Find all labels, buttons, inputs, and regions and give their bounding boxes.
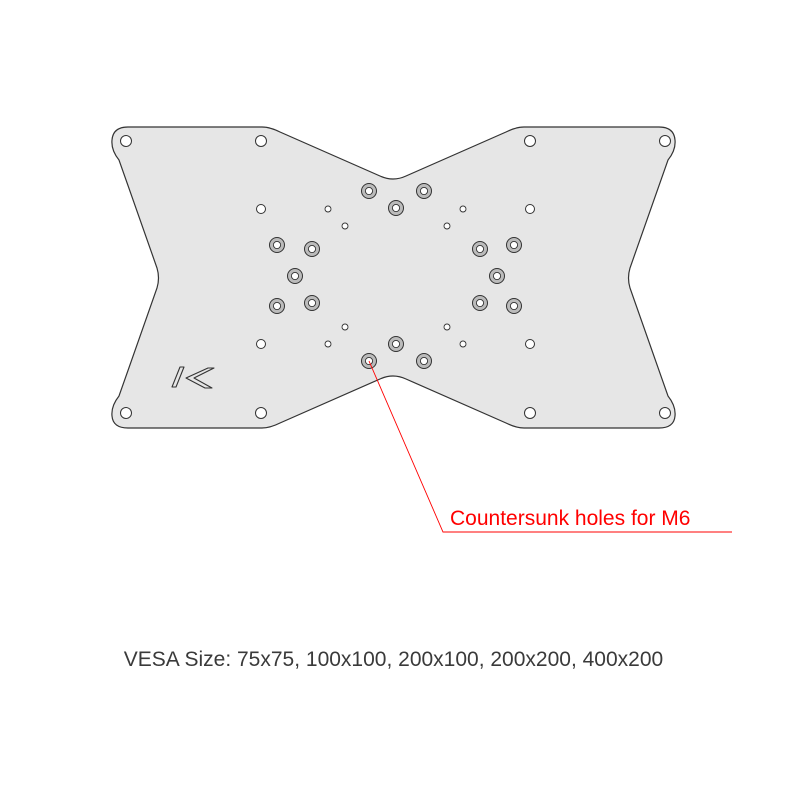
hole-200-tr-top bbox=[524, 135, 536, 147]
hole-mid-tr bbox=[525, 204, 535, 214]
small-holes bbox=[324, 205, 467, 348]
medium-holes bbox=[256, 204, 535, 349]
corner-holes-400x200 bbox=[120, 135, 671, 419]
countersunk-holes bbox=[269, 183, 522, 369]
hole-corner-tr bbox=[659, 135, 671, 147]
callout-leader-line bbox=[368, 360, 732, 533]
hole-corner-bl bbox=[120, 407, 132, 419]
hole-200-tl-top bbox=[255, 135, 267, 147]
hole-200-br-bot bbox=[524, 407, 536, 419]
hole-mid-tl bbox=[256, 204, 266, 214]
hole-corner-tl bbox=[120, 135, 132, 147]
hole-mid-br bbox=[525, 339, 535, 349]
vesa-size-caption: VESA Size: 75x75, 100x100, 200x100, 200x… bbox=[123, 648, 664, 671]
plate-outline bbox=[111, 126, 676, 429]
callout-label: Countersunk holes for M6 bbox=[450, 507, 690, 530]
hole-corner-br bbox=[659, 407, 671, 419]
hole-200-bl-bot bbox=[255, 407, 267, 419]
k-logo-icon bbox=[171, 366, 215, 389]
hole-mid-bl bbox=[256, 339, 266, 349]
